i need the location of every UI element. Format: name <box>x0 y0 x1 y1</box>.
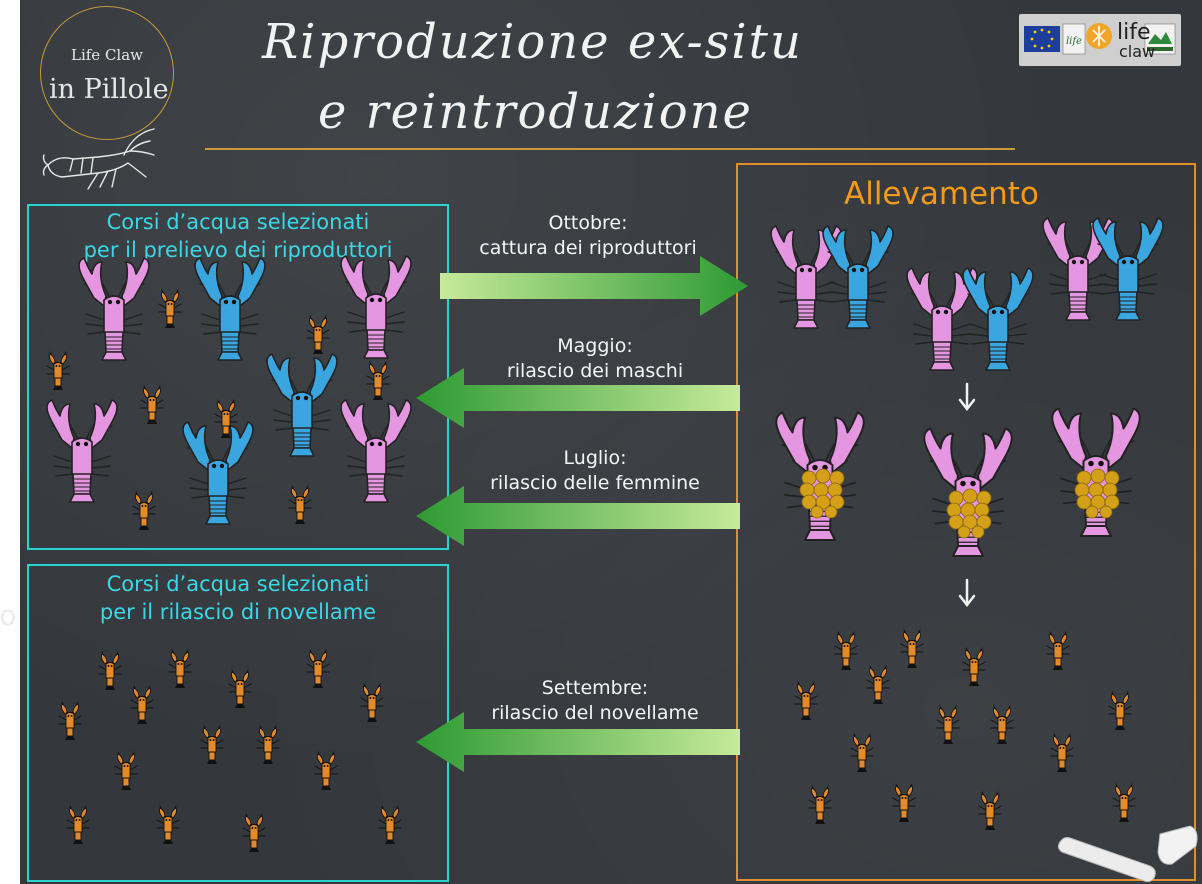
arrow-september-action: rilascio del novellame <box>491 702 699 724</box>
egg-bearing-female-crayfish-icon <box>1051 407 1141 537</box>
arrow-may-label: Maggio: rilascio dei maschi <box>445 334 745 384</box>
juvenile-crayfish-icon <box>140 385 164 425</box>
juvenile-crayfish-icon <box>900 629 924 669</box>
juvenile-crayfish-icon <box>366 361 390 401</box>
life-program-icon: life <box>1062 23 1086 55</box>
juvenile-crayfish-icon <box>58 701 82 741</box>
male-crayfish-icon <box>1092 217 1164 321</box>
male-crayfish-icon <box>822 225 894 329</box>
male-crayfish-icon <box>266 353 338 457</box>
natura-2000-icon <box>1144 23 1176 55</box>
juvenile-crayfish-icon <box>378 805 402 845</box>
egg-bearing-female-crayfish-icon <box>775 411 865 541</box>
arrow-october-label: Ottobre: cattura dei riproduttori <box>438 211 738 261</box>
juvenile-crayfish-icon <box>866 665 890 705</box>
badge-claw-text: claw <box>1119 42 1156 61</box>
juvenile-crayfish-icon <box>168 649 192 689</box>
juvenile-crayfish-icon <box>1108 691 1132 731</box>
juvenile-crayfish-icon <box>892 783 916 823</box>
arrow-july-action: rilascio delle femmine <box>490 472 700 494</box>
logo-in-pillole-text: in Pillole <box>49 74 169 105</box>
juvenile-crayfish-icon <box>156 805 180 845</box>
juvenile-crayfish-icon <box>314 751 338 791</box>
juvenile-crayfish-icon <box>808 785 832 825</box>
logo-ring <box>40 6 174 140</box>
arrow-september <box>416 712 740 772</box>
juvenile-crayfish-icon <box>1112 783 1136 823</box>
female-crayfish-icon <box>340 255 412 359</box>
juvenile-crayfish-icon <box>256 725 280 765</box>
juvenile-crayfish-icon <box>794 681 818 721</box>
juvenile-crayfish-icon <box>306 649 330 689</box>
down-arrow-icon <box>958 578 976 608</box>
arrow-october <box>440 256 748 316</box>
juvenile-crayfish-icon <box>834 631 858 671</box>
juvenile-crayfish-icon <box>200 725 224 765</box>
badge-life-text: life <box>1117 20 1151 45</box>
female-crayfish-icon <box>78 257 150 361</box>
juvenile-crayfish-icon <box>98 651 122 691</box>
panel-catch-title-line-2: per il prelievo dei riproduttori <box>83 238 393 262</box>
arrow-july-label: Luglio: rilascio delle femmine <box>445 446 745 496</box>
juvenile-crayfish-icon <box>1046 631 1070 671</box>
juvenile-crayfish-icon <box>228 669 252 709</box>
eu-flag-icon <box>1024 26 1060 52</box>
female-crayfish-icon <box>46 399 118 503</box>
juvenile-crayfish-icon <box>158 289 182 329</box>
crayfish-outline-icon <box>42 128 155 190</box>
arrow-september-month: Settembre: <box>541 677 649 699</box>
juvenile-crayfish-icon <box>242 813 266 853</box>
juvenile-crayfish-icon <box>978 791 1002 831</box>
panel-catch-rivers <box>27 204 449 550</box>
juvenile-crayfish-icon <box>132 491 156 531</box>
juvenile-crayfish-icon <box>1050 733 1074 773</box>
arrow-october-action: cattura dei riproduttori <box>479 237 697 259</box>
title-line-1: Riproduzione ex-situ <box>262 14 803 70</box>
juvenile-crayfish-icon <box>962 647 986 687</box>
stray-text: O <box>0 606 16 630</box>
juvenile-crayfish-icon <box>288 485 312 525</box>
female-crayfish-icon <box>340 399 412 503</box>
panel-release-title-line-2: per il rilascio di novellame <box>99 600 377 624</box>
juvenile-crayfish-icon <box>114 751 138 791</box>
down-arrow-icon <box>958 382 976 412</box>
svg-text:life: life <box>1066 36 1082 47</box>
arrow-may <box>416 368 740 428</box>
arrow-july <box>416 486 740 546</box>
arrow-july-month: Luglio: <box>563 447 627 469</box>
juvenile-crayfish-icon <box>130 685 154 725</box>
juvenile-crayfish-icon <box>306 315 330 355</box>
juvenile-crayfish-icon <box>360 683 384 723</box>
male-crayfish-icon <box>182 421 254 525</box>
juvenile-crayfish-icon <box>46 351 70 391</box>
arrow-october-month: Ottobre: <box>548 212 628 234</box>
partner-badges: life life claw <box>1019 14 1181 66</box>
logo-life-claw-text: Life Claw <box>71 46 144 64</box>
chalk-sticks-icon <box>1057 825 1198 883</box>
arrow-may-action: rilascio dei maschi <box>506 360 684 382</box>
male-crayfish-icon <box>194 257 266 361</box>
panel-release-title: Corsi d’acqua selezionati per il rilasci… <box>29 570 447 626</box>
breeding-title: Allevamento <box>844 176 1039 212</box>
juvenile-crayfish-icon <box>936 705 960 745</box>
panel-catch-title: Corsi d’acqua selezionati per il preliev… <box>29 208 447 264</box>
egg-bearing-female-crayfish-icon <box>923 427 1013 557</box>
juvenile-crayfish-icon <box>66 805 90 845</box>
panel-release-title-line-1: Corsi d’acqua selezionati <box>106 572 370 596</box>
panel-catch-title-line-1: Corsi d’acqua selezionati <box>106 210 370 234</box>
title-line-2: e reintroduzione <box>318 84 753 140</box>
title-underline <box>205 148 1015 150</box>
arrow-may-month: Maggio: <box>557 335 633 357</box>
life-claw-crayfish-icon <box>1086 23 1112 49</box>
male-crayfish-icon <box>962 267 1034 371</box>
juvenile-crayfish-icon <box>990 705 1014 745</box>
arrow-september-label: Settembre: rilascio del novellame <box>445 676 745 726</box>
juvenile-crayfish-icon <box>850 733 874 773</box>
